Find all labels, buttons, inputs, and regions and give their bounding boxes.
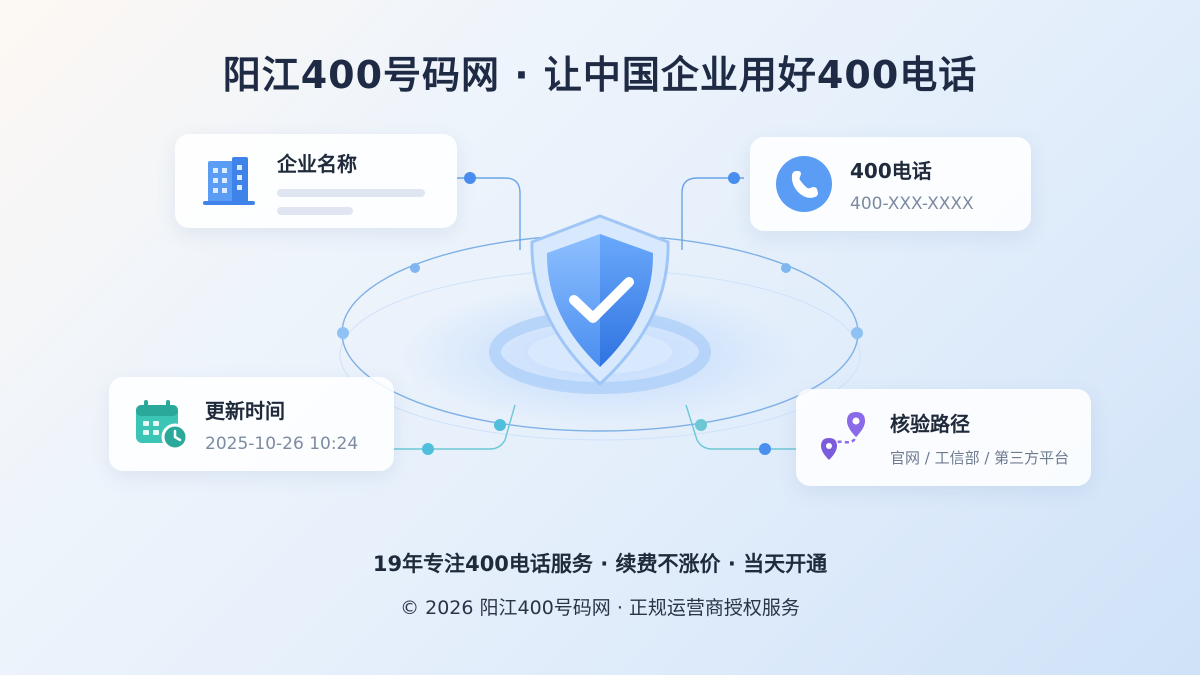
update-time-card: 更新时间 2025-10-26 10:24 [109, 377, 394, 471]
shield-check-icon [530, 214, 670, 387]
placeholder-line [277, 206, 353, 215]
verify-heading: 核验路径 [890, 411, 970, 436]
company-card: 企业名称 [175, 134, 457, 228]
phone-card: 400电话 400-XXX-XXXX [750, 137, 1031, 231]
phone-icon [772, 152, 836, 216]
building-icon [197, 149, 261, 213]
calendar-clock-icon [129, 392, 193, 456]
verify-path-card: 核验路径 官网 / 工信部 / 第三方平台 [796, 389, 1091, 486]
update-heading: 更新时间 [205, 398, 285, 423]
tagline: 19年专注400电话服务 · 续费不涨价 · 当天开通 [372, 552, 828, 576]
update-datetime: 2025-10-26 10:24 [205, 433, 359, 454]
verify-paths: 官网 / 工信部 / 第三方平台 [890, 448, 1070, 467]
placeholder-line [277, 188, 425, 197]
phone-heading: 400电话 [850, 158, 932, 183]
route-pins-icon [814, 406, 878, 470]
page-title: 阳江400号码网 · 让中国企业用好400电话 [222, 53, 978, 97]
company-heading: 企业名称 [277, 151, 357, 176]
phone-number: 400-XXX-XXXX [850, 193, 974, 214]
copyright: © 2026 阳江400号码网 · 正规运营商授权服务 [400, 597, 800, 619]
